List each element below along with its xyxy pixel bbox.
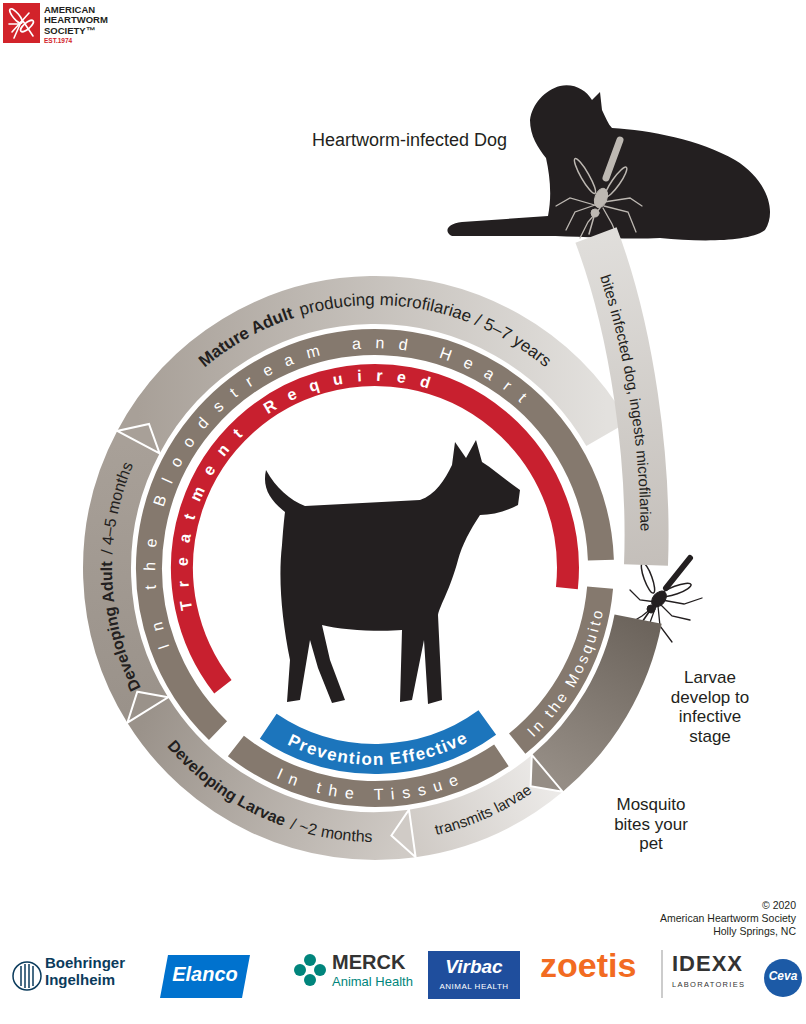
stage-caption: Larvae develop to infective stage xyxy=(660,668,760,746)
mosquito-bites-caption: Mosquito bites your pet xyxy=(612,795,690,854)
merck-logo-mark xyxy=(304,974,316,986)
merck-logo-mark xyxy=(306,966,314,974)
sponsor-tagline: LABORATORIES xyxy=(672,981,745,990)
band-group: In the Mosquito xyxy=(517,588,606,744)
band-group: Treatment Required xyxy=(174,367,568,687)
sponsor-name: IDEXX xyxy=(672,951,743,976)
band-text-heading: Developing Larvae xyxy=(165,737,288,829)
merck-logo-mark xyxy=(294,964,306,976)
band-text-heading: Prevention Effective xyxy=(285,728,471,769)
boehringer-logo-mark xyxy=(28,964,30,988)
infected-dog-caption: Heartworm-infected Dog xyxy=(312,130,507,151)
merck-logo-mark xyxy=(314,964,326,976)
logo-separator xyxy=(662,950,663,998)
society-logo-mark xyxy=(14,22,21,38)
infected-dog-silhouette xyxy=(447,85,770,240)
mosquito-on-infected-dog xyxy=(604,198,642,206)
sponsor-name: Ceva xyxy=(764,970,802,984)
developing-larvae-band: Developing Larvae/ ~2 months xyxy=(99,663,441,874)
larvae-develop-band: Larvae develop to infective stage xyxy=(502,591,762,820)
boehringer-logo-mark xyxy=(24,964,26,988)
band-text-path: In the Bloodstream and Heart xyxy=(141,334,540,652)
developing-adult-band: Developing Adult/ 4–5 months xyxy=(70,396,188,738)
merck-logo-mark xyxy=(304,954,316,966)
boehringer-logo-mark xyxy=(32,966,34,986)
copyright-holder: American Heartworm Society xyxy=(660,912,796,924)
band-text-path: bites infected dog, ingests microfilaria… xyxy=(597,272,655,531)
boehringer-logo-mark xyxy=(13,962,41,990)
band-text-path: Treatment Required xyxy=(174,367,446,612)
elanco-logo-shape xyxy=(160,955,250,998)
band-text-detail: / ~2 months xyxy=(289,815,373,845)
mosquito-on-infected-dog xyxy=(556,140,642,238)
virbac-logo-box xyxy=(428,951,520,999)
sponsor-name: Elanco xyxy=(160,963,250,986)
society-logo-mark xyxy=(23,21,33,36)
band-text-heading: In the Bloodstream and Heart xyxy=(141,334,540,652)
sponsor-name: Virbac xyxy=(428,956,520,978)
society-logo-mark xyxy=(3,3,40,43)
band-text: Treatment Required xyxy=(174,367,446,612)
band-text-heading: In the Mosquito xyxy=(524,606,607,740)
copyright-place: Holly Springs, NC xyxy=(713,925,796,937)
mosquito-on-infected-dog xyxy=(580,208,600,238)
sponsor-tagline: ANIMAL HEALTH xyxy=(428,982,520,991)
sponsor-name: zoetis xyxy=(540,946,636,985)
sponsor-name: Boehringer Ingelheim xyxy=(45,955,143,988)
band-text: In the Mosquito xyxy=(524,606,607,740)
society-logo-mark xyxy=(3,3,40,43)
mosquito-biting-pet xyxy=(662,598,702,604)
copyright-year: © 2020 xyxy=(762,899,796,911)
pet-dog-silhouette xyxy=(265,440,520,704)
band-group: In the Bloodstream and Heart xyxy=(141,334,601,731)
boehringer-logo-mark xyxy=(13,962,41,990)
band-text-detail: / 4–5 months xyxy=(98,459,136,554)
band-text-heading: bites infected dog, ingests microfilaria… xyxy=(597,272,655,531)
mosquito-on-infected-dog xyxy=(566,204,598,230)
arrow-chevron xyxy=(531,755,563,792)
treatment-ring: Treatment Required xyxy=(158,351,583,702)
society-name: AMERICAN HEARTWORM SOCIETY™ xyxy=(44,5,118,36)
mosquito-biting-pet xyxy=(660,604,690,620)
merck-logo-mark xyxy=(294,954,326,986)
band-text: Prevention Effective xyxy=(285,728,471,769)
mosquito-on-infected-dog xyxy=(589,213,595,234)
mosquito-on-infected-dog xyxy=(556,198,598,206)
society-logo-mark xyxy=(8,7,35,38)
mosquito-on-infected-dog xyxy=(572,157,599,196)
band-text-path: Prevention Effective xyxy=(285,728,471,769)
mosquito-on-infected-dog xyxy=(602,165,629,199)
mosquito-biting-pet xyxy=(630,590,656,602)
boehringer-logo-mark xyxy=(20,966,22,986)
band-text-heading: Treatment Required xyxy=(174,367,446,612)
band-text: bites infected dog, ingests microfilaria… xyxy=(597,272,655,531)
ceva-logo-circle xyxy=(764,959,802,997)
society-logo-mark xyxy=(9,23,20,25)
sponsor-tagline: Animal Health xyxy=(332,975,413,990)
prevention-banner: Prevention Effective xyxy=(249,703,507,789)
band-text-path: In the Mosquito xyxy=(524,606,607,740)
sponsor-name: MERCK xyxy=(332,951,405,974)
mosquito-biting-pet xyxy=(639,562,657,595)
band-text: In the Bloodstream and Heart xyxy=(141,334,540,652)
mosquito-biting-pet xyxy=(660,581,693,599)
mosquito-on-infected-dog xyxy=(556,198,642,238)
established-year: EST.1974 xyxy=(44,37,72,44)
band-group: Prevention Effective xyxy=(268,723,487,770)
arrow-chevron xyxy=(117,424,159,453)
